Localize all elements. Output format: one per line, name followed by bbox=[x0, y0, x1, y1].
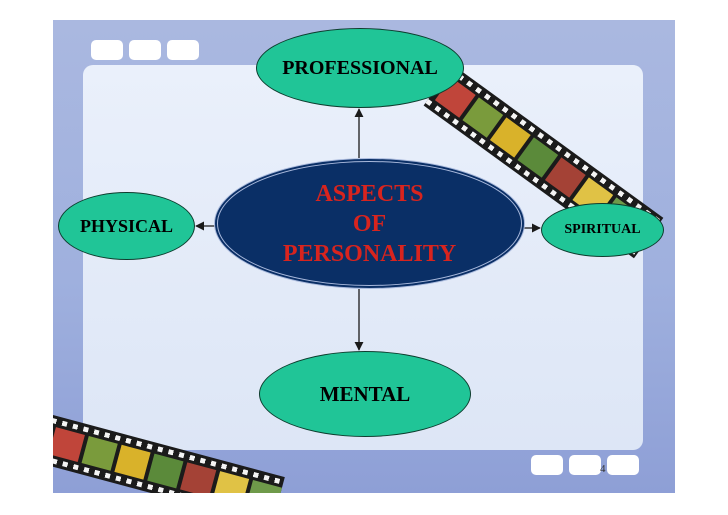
node-professional-label: PROFESSIONAL bbox=[282, 56, 438, 79]
node-professional: PROFESSIONAL bbox=[256, 28, 464, 108]
window-tab-box-1 bbox=[91, 40, 123, 60]
window-tab-box-6 bbox=[607, 455, 639, 475]
center-label: ASPECTS OF PERSONALITY bbox=[282, 180, 457, 267]
window-tab-box-3 bbox=[167, 40, 199, 60]
node-mental-label: MENTAL bbox=[319, 381, 411, 406]
node-spiritual-label: SPIRITUAL bbox=[564, 222, 641, 237]
node-spiritual: SPIRITUAL bbox=[541, 203, 664, 257]
node-physical: PHYSICAL bbox=[58, 192, 195, 260]
page-number: 4 bbox=[600, 463, 606, 475]
window-tab-box-2 bbox=[129, 40, 161, 60]
node-mental: MENTAL bbox=[259, 351, 471, 437]
window-tab-box-5 bbox=[569, 455, 601, 475]
node-center-aspects-of-personality: ASPECTS OF PERSONALITY bbox=[214, 158, 525, 289]
node-physical-label: PHYSICAL bbox=[79, 215, 173, 236]
window-tab-box-4 bbox=[531, 455, 563, 475]
